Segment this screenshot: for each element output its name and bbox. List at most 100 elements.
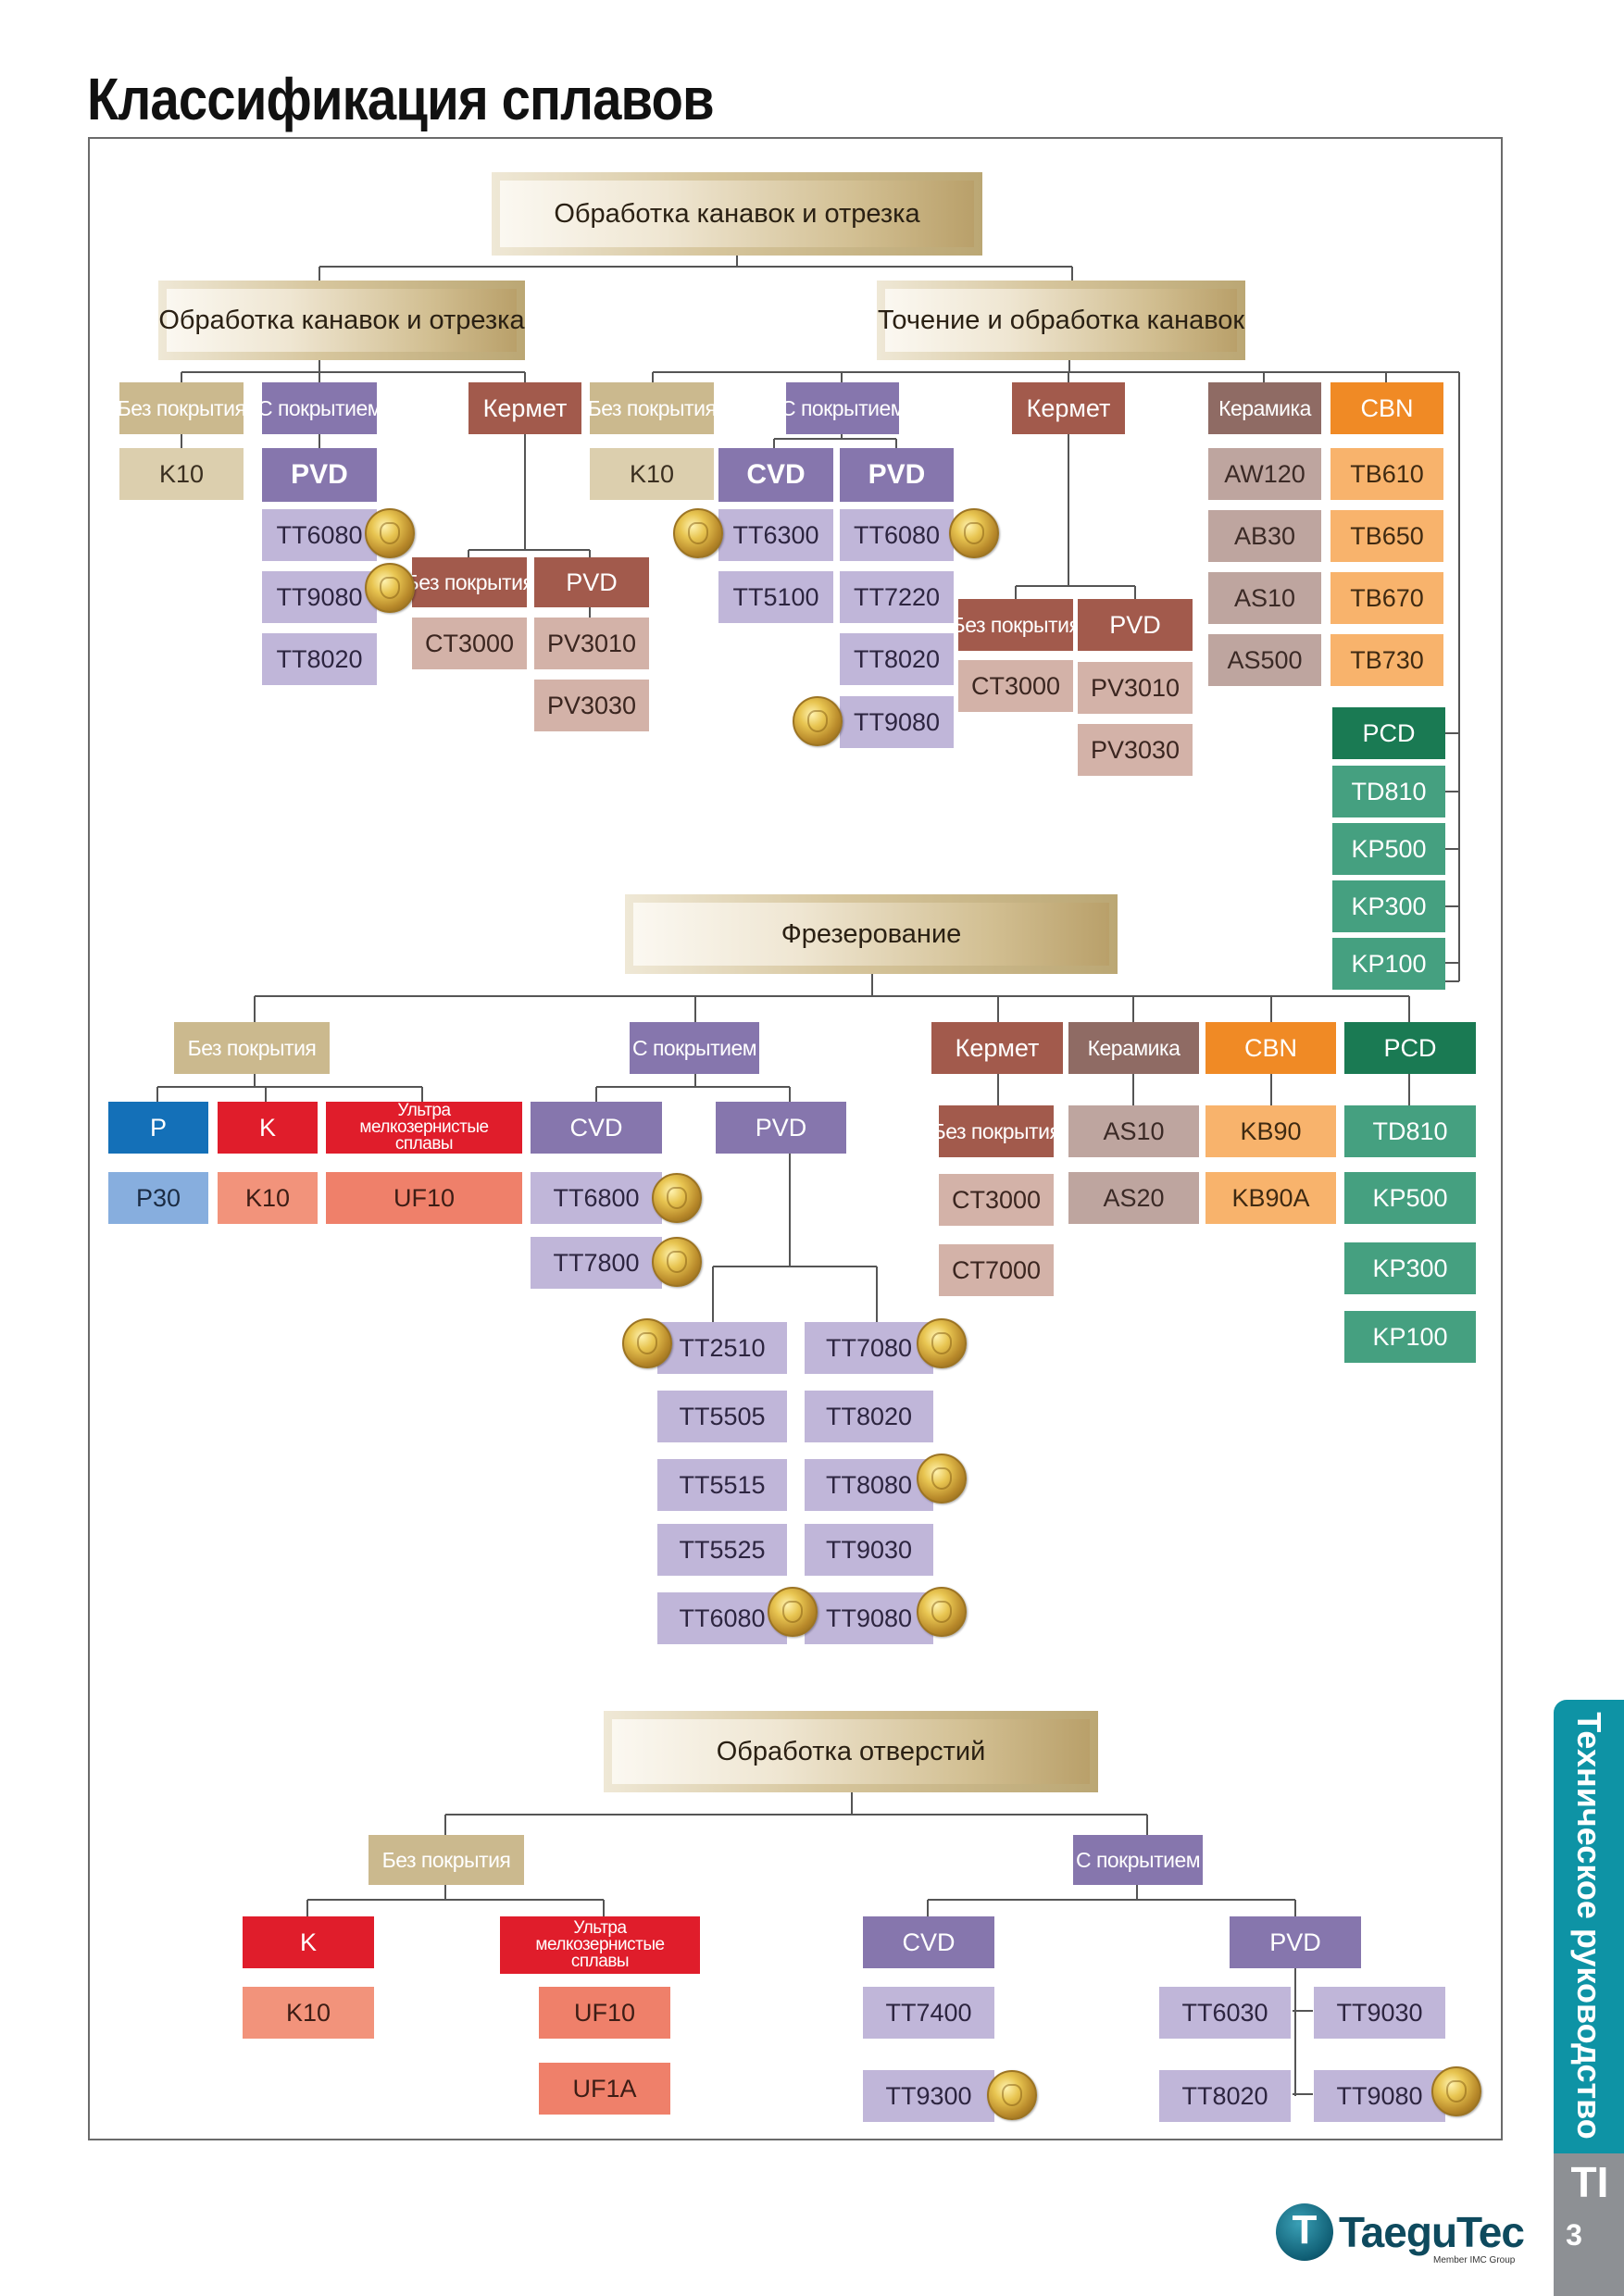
grade-box: TT8020 [840,633,954,685]
grade-box: TT8020 [262,633,377,685]
category-pcd: PCD [1332,707,1445,759]
category-cvd: CVD [863,1916,994,1968]
gold-medal-icon [917,1587,967,1637]
grade-box: KB90A [1206,1172,1336,1224]
category-p: P [108,1102,208,1154]
category-coated: С покрытием [262,382,377,434]
grade-box: P30 [108,1172,208,1224]
grade-box: KP500 [1332,823,1445,875]
category-uncoated: Без покрытия [958,599,1073,651]
category-pvd: PVD [840,448,954,502]
grade-box: PV3030 [534,680,649,731]
gold-medal-icon [652,1237,702,1287]
header-label: Обработка канавок и отрезка [158,289,525,352]
grade-box: TT5505 [657,1391,787,1442]
gold-medal-icon [622,1318,672,1368]
category-coated: С покрытием [786,382,899,434]
grade-box: TT9080 [262,571,377,623]
grade-box: AS20 [1068,1172,1199,1224]
grade-box: KP100 [1332,938,1445,990]
grade-box: TT9080 [840,696,954,748]
grade-box: TB730 [1330,634,1443,686]
grade-box: KP300 [1344,1242,1476,1294]
brand-name: TaeguTec [1339,2208,1525,2256]
gold-medal-icon [768,1587,818,1637]
gold-medal-icon [365,508,415,558]
grade-box: TT7220 [840,571,954,623]
gold-medal-icon [949,508,999,558]
category-uncoated: Без покрытия [119,382,244,434]
header-label: Обработка канавок и отрезка [500,181,974,247]
grade-box: CT7000 [939,1244,1054,1296]
grade-box: TT6080 [262,509,377,561]
category-cbn: CBN [1330,382,1443,434]
category-cermet: Кермет [468,382,581,434]
category-pcd: PCD [1344,1022,1476,1074]
side-tab-label: Техническое руководство [1570,1712,1608,2140]
category-cermet: Кермет [1012,382,1125,434]
gold-medal-icon [673,508,723,558]
gold-medal-icon [652,1173,702,1223]
category-uncoated: Без покрытия [369,1835,524,1885]
grade-box: AW120 [1208,448,1321,500]
header-turning-grooving: Точение и обработка канавок [877,281,1245,360]
category-k: K [243,1916,374,1968]
side-tab [1554,1700,1624,2153]
grade-box: TT2510 [657,1322,787,1374]
grade-box: K10 [218,1172,318,1224]
gold-medal-icon [917,1454,967,1504]
grade-box: TT7400 [863,1987,994,2039]
grade-box: PV3010 [534,618,649,669]
grade-box: TB610 [1330,448,1443,500]
category-cvd: CVD [531,1102,662,1154]
grade-box: CT3000 [939,1174,1054,1226]
grade-box: TT5525 [657,1524,787,1576]
grade-box: TT8080 [805,1459,933,1511]
category-ceramic: Керамика [1068,1022,1199,1074]
diagram-frame [88,137,1503,2140]
grade-box: PV3030 [1078,724,1193,776]
grade-box: CT3000 [958,660,1073,712]
header-label: Точение и обработка канавок [878,289,1244,352]
grade-box: TT6080 [657,1592,787,1644]
category-cbn: CBN [1206,1022,1336,1074]
category-pvd: PVD [1230,1916,1361,1968]
grade-box: TD810 [1344,1105,1476,1157]
grade-box: TB670 [1330,572,1443,624]
grade-box: UF1A [539,2063,670,2115]
page-number: 3 [1566,2218,1582,2252]
category-ultrafine: Ультра мелкозернистые сплавы [500,1916,700,1974]
category-pvd: PVD [262,448,377,502]
header-holemaking: Обработка отверстий [604,1711,1098,1792]
grade-box: TT8020 [1159,2070,1291,2122]
grade-box: AS10 [1068,1105,1199,1157]
grade-box: PV3010 [1078,662,1193,714]
category-k: K [218,1102,318,1154]
grade-box: KP500 [1344,1172,1476,1224]
page-title: Классификация сплавов [87,66,715,132]
header-grooving-parting-main: Обработка канавок и отрезка [492,172,982,256]
grade-box: TT8020 [805,1391,933,1442]
grade-box: AB30 [1208,510,1321,562]
grade-box: K10 [590,448,714,500]
gold-medal-icon [1431,2066,1481,2116]
gold-medal-icon [365,563,415,613]
grade-box: AS500 [1208,634,1321,686]
grade-box: TT6080 [840,509,954,561]
grade-box: AS10 [1208,572,1321,624]
gold-medal-icon [987,2070,1037,2120]
grade-box: TT9080 [805,1592,933,1644]
section-code: TI [1570,2158,1609,2206]
grade-box: KP300 [1332,880,1445,932]
grade-box: KB90 [1206,1105,1336,1157]
grade-box: TT9030 [1314,1987,1445,2039]
gold-medal-icon [793,696,843,746]
grade-box: TT9030 [805,1524,933,1576]
category-coated: С покрытием [630,1022,759,1074]
grade-box: TT7800 [531,1237,662,1289]
category-cermet: Кермет [931,1022,1063,1074]
category-uncoated: Без покрытия [174,1022,330,1074]
grade-box: UF10 [539,1987,670,2039]
grade-box: K10 [119,448,244,500]
category-ultrafine: Ультра мелкозернистые сплавы [326,1102,522,1154]
